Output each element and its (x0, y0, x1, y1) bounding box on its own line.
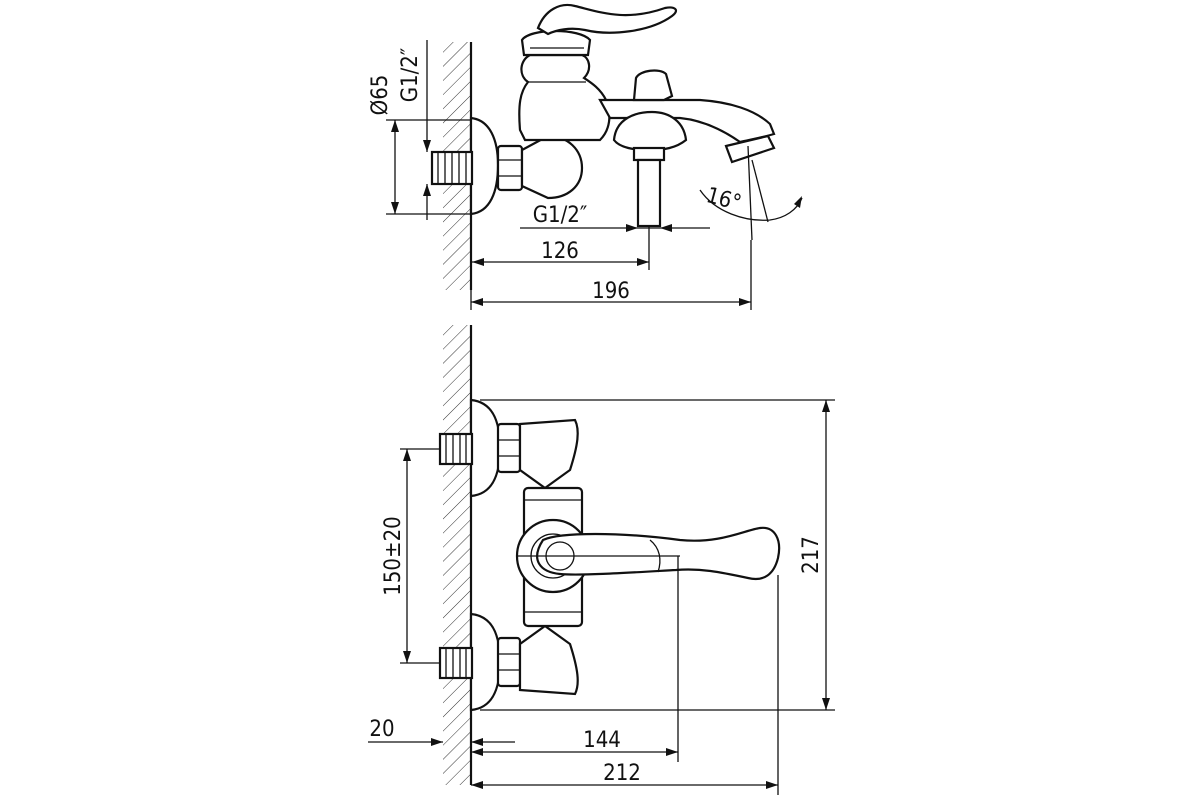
plan-view: 217 150±20 20 144 212 (368, 325, 835, 795)
lower-threaded-inlet (438, 646, 474, 680)
label-g12-side: G1/2″ (533, 203, 588, 228)
lower-hex-nut (496, 636, 522, 688)
label-g12-top: G1/2″ (398, 48, 423, 103)
wall-flange-top (469, 116, 500, 216)
lever-arm (536, 526, 781, 581)
diverter-knob-top (632, 69, 674, 102)
lever-handle-top (536, 3, 678, 36)
valve-body-top (518, 53, 611, 142)
label-dim20: 20 (369, 717, 394, 742)
side-elevation-view: Ø65 G1/2″ G1/2″ 16° 126 196 (368, 3, 803, 310)
shower-outlet-nut (632, 146, 666, 162)
label-dim150: 150±20 (381, 516, 406, 596)
upper-eccentric (518, 418, 579, 490)
label-angle16: 16° (704, 183, 744, 216)
upper-hex-nut (496, 422, 522, 474)
lower-flange (469, 612, 502, 712)
label-dim126: 126 (541, 239, 579, 264)
wall-hatch-bottom (443, 325, 471, 785)
label-dim196: 196 (592, 279, 630, 304)
label-dia65: Ø65 (368, 75, 393, 116)
aerator-top (724, 134, 776, 164)
label-dim144: 144 (583, 728, 621, 753)
shower-outlet-pipe (636, 158, 662, 228)
label-dim217: 217 (799, 536, 824, 574)
cartridge-cap-top (520, 30, 592, 57)
eccentric-top (520, 134, 584, 200)
upper-flange (469, 398, 502, 498)
lower-eccentric (518, 624, 579, 696)
hex-nut-top (496, 144, 524, 192)
upper-threaded-inlet (438, 432, 474, 466)
label-dim212: 212 (603, 761, 641, 786)
